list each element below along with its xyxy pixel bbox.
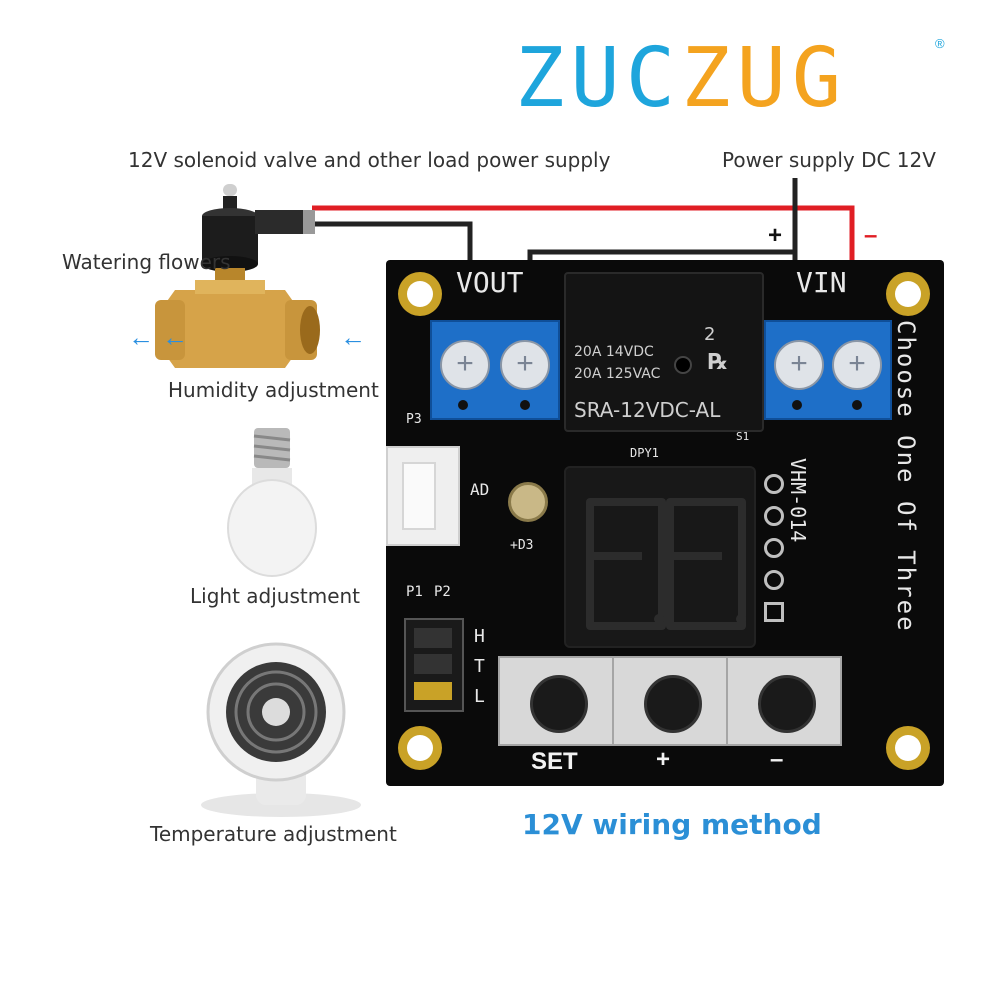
d3-label: +D3 <box>510 538 534 553</box>
fan-image <box>201 642 361 817</box>
model-label: VHM-014 <box>786 458 810 543</box>
minus-button-label: – <box>770 746 784 773</box>
wiring-caption: 12V wiring method <box>522 808 822 841</box>
plus-button-label: + <box>656 746 671 773</box>
set-button-label: SET <box>531 748 578 775</box>
ad-connector[interactable] <box>386 446 460 546</box>
minus-button-cap <box>758 675 816 733</box>
jumper-header[interactable] <box>404 618 464 712</box>
pad <box>764 570 784 590</box>
screw-icon <box>440 340 490 390</box>
plus-button[interactable] <box>612 656 728 746</box>
controller-board: VOUT VIN 2 20A 14VDC 20A 125VAC ℞ SRA-12… <box>386 260 944 786</box>
flow-arrow-icon-2: ← <box>162 322 188 352</box>
solenoid-valve-image <box>155 184 320 368</box>
pad <box>764 506 784 526</box>
temperature-label: Temperature adjustment <box>150 822 397 846</box>
pin-hole <box>852 400 862 410</box>
light-bulb-image <box>227 428 317 577</box>
mount-hole <box>886 272 930 316</box>
pin-hole <box>792 400 802 410</box>
h-label: H <box>474 626 485 647</box>
light-label: Light adjustment <box>190 584 361 608</box>
vin-terminal[interactable] <box>764 320 892 420</box>
humidity-label: Humidity adjustment <box>168 378 379 402</box>
relay-rating-1: 20A 14VDC <box>574 344 654 360</box>
relay-model: SRA-12VDC-AL <box>574 398 721 422</box>
flow-arrow-icon-1: ← <box>128 322 154 352</box>
choose-label: Choose One Of Three <box>892 320 920 633</box>
decimal-point <box>654 614 664 624</box>
brand-logo: ZUCZUG <box>515 38 847 120</box>
relay-dot <box>674 356 692 374</box>
pin-hole <box>458 400 468 410</box>
jumper-pin-row <box>414 628 452 648</box>
pin-hole <box>520 400 530 410</box>
screw-icon <box>500 340 550 390</box>
ul-mark-icon: ℞ <box>708 350 728 375</box>
pad <box>764 538 784 558</box>
solenoid-supply-label: 12V solenoid valve and other load power … <box>128 148 611 172</box>
watering-label: Watering flowers <box>62 250 231 274</box>
vout-terminal[interactable] <box>430 320 560 420</box>
vin-label: VIN <box>796 266 847 299</box>
mount-hole <box>398 272 442 316</box>
digit-2 <box>666 498 746 630</box>
minus-button[interactable] <box>726 656 842 746</box>
brand-logo-part2: ZUG <box>681 31 848 126</box>
s1-label: S1 <box>736 430 750 443</box>
connector-socket <box>402 462 436 530</box>
set-button[interactable] <box>498 656 614 746</box>
digit-1 <box>586 498 666 630</box>
minus-sign: – <box>864 222 878 249</box>
digit-1-mid <box>594 552 642 560</box>
vout-label: VOUT <box>456 266 524 299</box>
brand-logo-part1: ZUC <box>515 31 682 126</box>
relay-rating-2: 20A 125VAC <box>574 366 661 382</box>
screw-icon <box>774 340 824 390</box>
pad-square <box>764 602 784 622</box>
dpy-label: DPY1 <box>630 446 659 460</box>
led-d3 <box>508 482 548 522</box>
relay: 2 20A 14VDC 20A 125VAC ℞ SRA-12VDC-AL <box>564 272 764 432</box>
mount-hole <box>398 726 442 770</box>
p3-label: P3 <box>406 412 422 427</box>
jumper-pin-row <box>414 682 452 700</box>
p1-label: P1 <box>406 584 423 600</box>
seven-segment-display <box>564 466 756 648</box>
digit-2-mid <box>674 552 722 560</box>
relay-number: 2 <box>704 324 716 345</box>
registered-mark: ® <box>935 36 945 51</box>
plus-sign: + <box>768 222 783 249</box>
screw-icon <box>832 340 882 390</box>
t-label: T <box>474 656 485 677</box>
pad <box>764 474 784 494</box>
l-label: L <box>474 686 485 707</box>
ad-label: AD <box>470 480 490 499</box>
mount-hole <box>886 726 930 770</box>
decimal-point <box>736 614 746 624</box>
set-button-cap <box>530 675 588 733</box>
jumper-pin-row <box>414 654 452 674</box>
power-supply-label: Power supply DC 12V <box>722 148 936 172</box>
p2-label: P2 <box>434 584 451 600</box>
plus-button-cap <box>644 675 702 733</box>
flow-arrow-icon-3: ← <box>340 322 366 352</box>
